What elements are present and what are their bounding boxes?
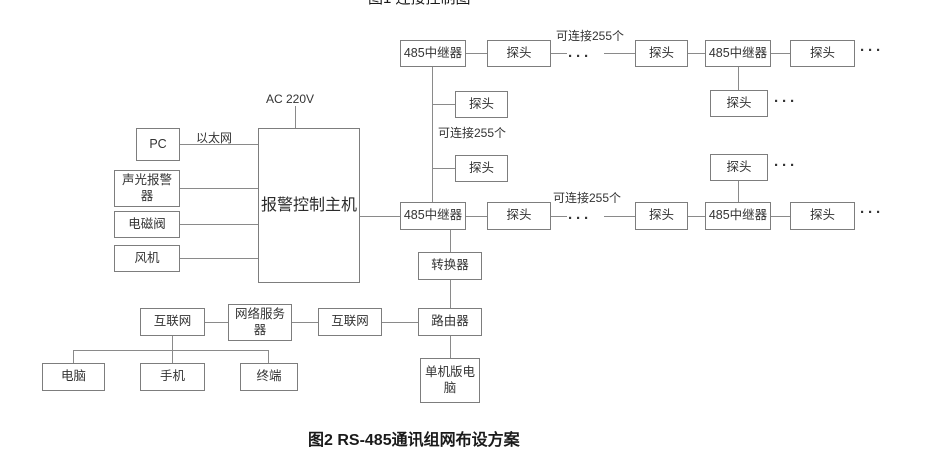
connector-line <box>450 336 451 358</box>
cropped-caption: 图1 连接控制图 <box>368 0 568 7</box>
connector-line <box>771 216 790 217</box>
branch-line <box>73 350 268 351</box>
connector-line <box>688 216 705 217</box>
repeater-top-left-box: 485中继器 <box>400 40 466 67</box>
connector-line <box>466 53 487 54</box>
connector-line <box>432 104 455 105</box>
connector-line <box>604 216 635 217</box>
ellipsis-mark: ··· <box>774 157 798 174</box>
connector-line <box>771 53 790 54</box>
connector-line <box>466 216 487 217</box>
ellipsis-mark: ··· <box>774 93 798 110</box>
sound-light-alarm-box: 声光报警器 <box>114 170 180 207</box>
max-connect-label-top: 可连接255个 <box>556 29 625 43</box>
connector-line <box>180 188 258 189</box>
pc-box: PC <box>136 128 180 161</box>
connector-line <box>292 322 318 323</box>
connector-line <box>73 350 74 363</box>
connector-line <box>688 53 705 54</box>
ellipsis-mark: ··· <box>568 48 592 65</box>
probe-box: 探头 <box>710 90 768 117</box>
repeater-mid-right-box: 485中继器 <box>705 202 771 230</box>
connector-line <box>268 350 269 363</box>
probe-box: 探头 <box>635 40 688 67</box>
max-connect-label-mid: 可连接255个 <box>438 126 507 140</box>
connector-line <box>180 144 258 145</box>
router-box: 路由器 <box>418 308 482 336</box>
phone-box: 手机 <box>140 363 205 391</box>
connector-line <box>738 67 739 90</box>
solenoid-valve-box: 电磁阀 <box>114 211 180 238</box>
connector-line <box>172 336 173 350</box>
connector-line <box>450 230 451 252</box>
figure-caption: 图2 RS-485通讯组网布设方案 <box>308 432 520 449</box>
probe-box: 探头 <box>455 155 508 182</box>
terminal-box: 终端 <box>240 363 298 391</box>
ellipsis-mark: ··· <box>568 210 592 227</box>
probe-box: 探头 <box>487 202 551 230</box>
trunk-line <box>432 67 433 202</box>
connector-line <box>172 350 173 363</box>
ellipsis-mark: ··· <box>860 42 884 59</box>
probe-box: 探头 <box>790 40 855 67</box>
converter-box: 转换器 <box>418 252 482 280</box>
cropped-caption-text: 图1 连接控制图 <box>368 0 568 7</box>
ellipsis-mark: ··· <box>860 204 884 221</box>
connector-line <box>551 53 567 54</box>
probe-box: 探头 <box>710 154 768 181</box>
fan-box: 风机 <box>114 245 180 272</box>
connector-line <box>738 181 739 202</box>
probe-box: 探头 <box>790 202 855 230</box>
connector-line <box>180 258 258 259</box>
standalone-computer-box: 单机版电脑 <box>420 358 480 403</box>
network-server-box: 网络服务器 <box>228 304 292 341</box>
repeater-top-right-box: 485中继器 <box>705 40 771 67</box>
ac-power-label: AC 220V <box>266 92 315 106</box>
ethernet-label: 以太网 <box>196 131 233 145</box>
alarm-control-host-box: 报警控制主机 <box>258 128 360 283</box>
max-connect-label-bottom: 可连接255个 <box>553 191 622 205</box>
probe-box: 探头 <box>635 202 688 230</box>
probe-box: 探头 <box>487 40 551 67</box>
connector-line <box>551 216 567 217</box>
connector-line <box>382 322 418 323</box>
repeater-mid-left-box: 485中继器 <box>400 202 466 230</box>
connector-line <box>205 322 228 323</box>
connector-line <box>432 168 455 169</box>
internet-mid-box: 互联网 <box>318 308 382 336</box>
connector-line <box>180 224 258 225</box>
computer-box: 电脑 <box>42 363 105 391</box>
connector-line <box>604 53 635 54</box>
connector-line <box>360 216 400 217</box>
ac-power-line <box>295 106 296 128</box>
probe-box: 探头 <box>455 91 508 118</box>
connector-line <box>450 280 451 308</box>
internet-left-box: 互联网 <box>140 308 205 336</box>
